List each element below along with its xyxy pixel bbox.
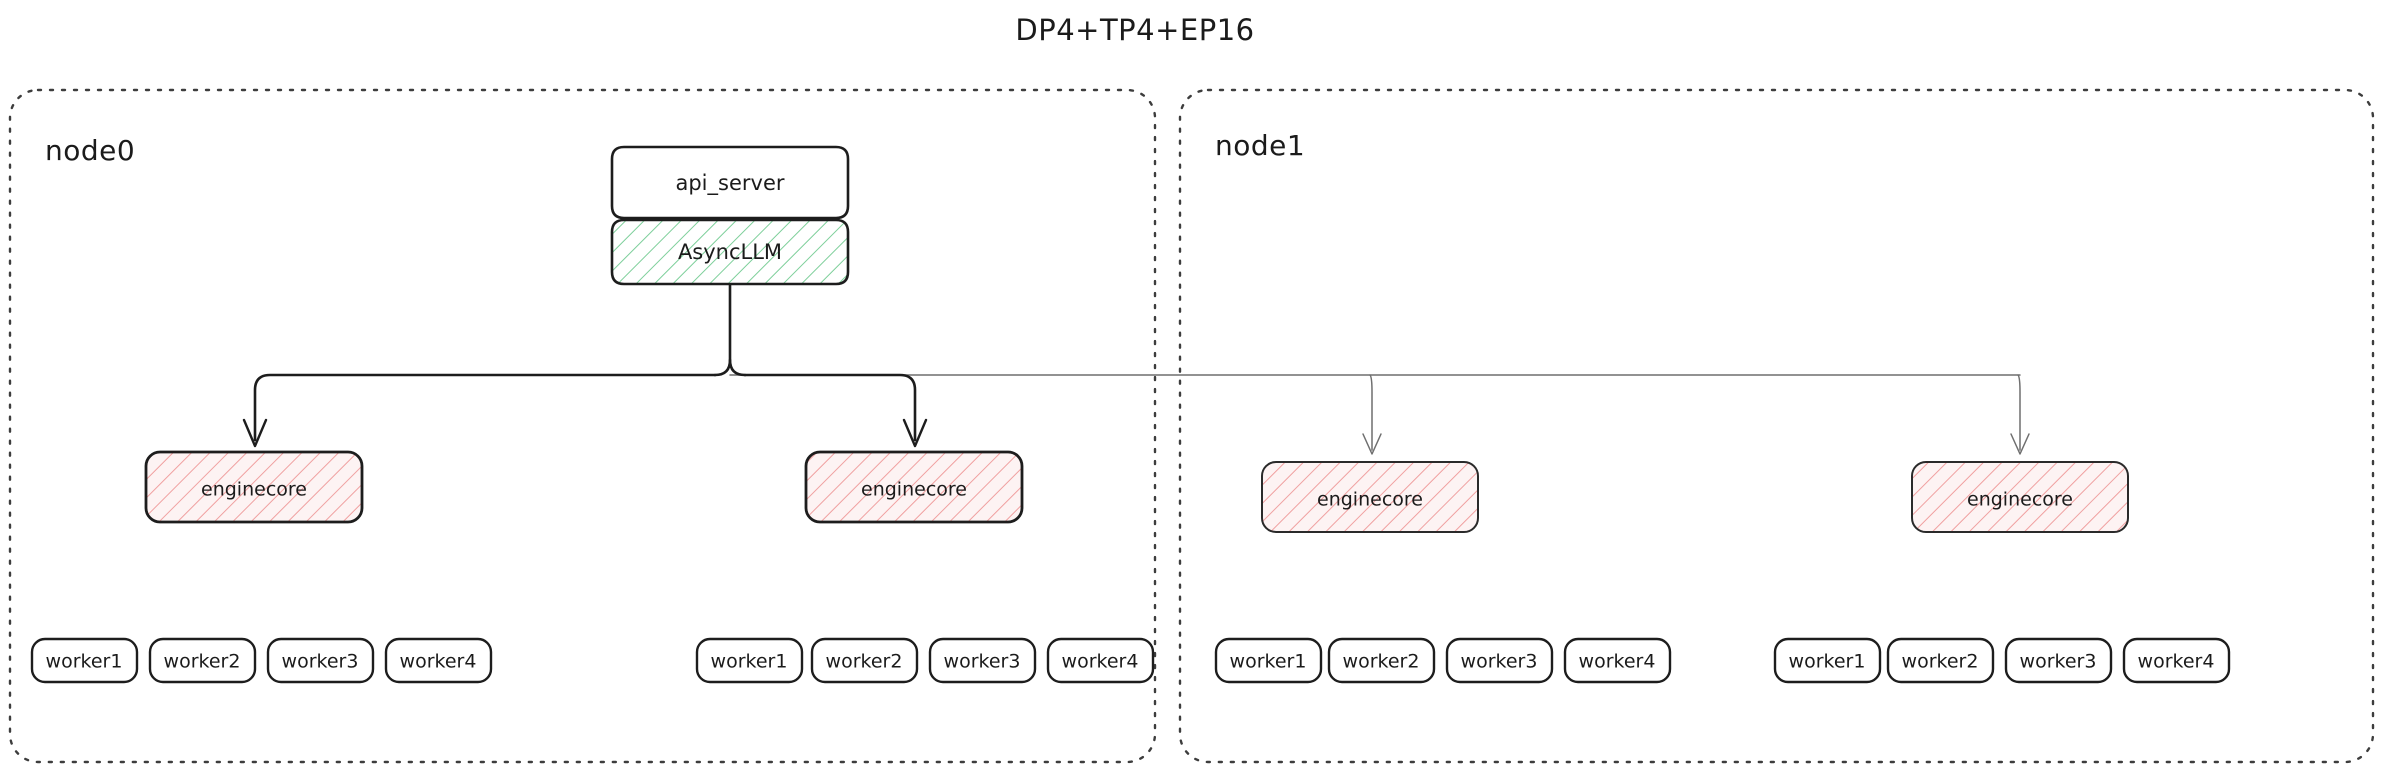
worker-label: worker4	[1062, 651, 1139, 673]
worker-box[interactable]: worker3	[266, 637, 375, 684]
worker-box[interactable]: worker4	[384, 637, 493, 684]
arrowhead-node1-ec0	[1362, 433, 1382, 455]
worker-box[interactable]: worker2	[810, 637, 919, 684]
worker-box[interactable]: worker1	[695, 637, 804, 684]
node1-enginecore-0[interactable]: enginecore	[1261, 461, 1479, 533]
edge-to-node1-ec1	[2017, 374, 2021, 451]
arrowhead-node1-ec1	[2010, 433, 2030, 455]
worker-label: worker1	[1230, 651, 1307, 673]
edge-to-node1-ec0	[1369, 374, 1373, 451]
edge-to-node0-ec1	[743, 373, 917, 442]
edge-asyncllm-down-right	[728, 358, 747, 377]
worker-label: worker4	[2138, 651, 2215, 673]
node0-enginecore-1[interactable]: enginecore	[804, 450, 1024, 524]
worker-label: worker3	[282, 651, 359, 673]
worker-label: worker1	[1789, 651, 1866, 673]
node0-enginecore-0[interactable]: enginecore	[144, 450, 364, 524]
worker-label: worker4	[400, 651, 477, 673]
worker-label: worker2	[1343, 651, 1420, 673]
worker-label: worker2	[826, 651, 903, 673]
worker-label: worker3	[944, 651, 1021, 673]
worker-box[interactable]: worker4	[1563, 637, 1672, 684]
worker-label: worker1	[711, 651, 788, 673]
node0-enginecore-0-label: enginecore	[201, 479, 307, 501]
worker-box[interactable]: worker4	[2122, 637, 2231, 684]
asyncllm-label: AsyncLLM	[678, 240, 782, 264]
node0-container	[8, 88, 1157, 764]
api-server-box[interactable]: api_server	[610, 145, 850, 220]
worker-box[interactable]: worker2	[1327, 637, 1436, 684]
worker-box[interactable]: worker1	[1773, 637, 1882, 684]
worker-box[interactable]: worker3	[2004, 637, 2113, 684]
worker-box[interactable]: worker1	[30, 637, 139, 684]
worker-box[interactable]: worker3	[928, 637, 1037, 684]
node1-enginecore-1[interactable]: enginecore	[1911, 461, 2129, 533]
node1-enginecore-1-label: enginecore	[1967, 489, 2073, 511]
node0-label: node0	[45, 134, 135, 167]
worker-label: worker4	[1579, 651, 1656, 673]
worker-group-node0-ec1: worker1 worker2 worker3 worker4	[695, 637, 1155, 684]
node1-label: node1	[1215, 129, 1305, 162]
worker-box[interactable]: worker2	[1886, 637, 1995, 684]
arrowhead-node0-ec1	[902, 418, 928, 448]
worker-box[interactable]: worker4	[1046, 637, 1155, 684]
worker-box[interactable]: worker1	[1214, 637, 1323, 684]
worker-group-node1-ec0: worker1 worker2 worker3 worker4	[1214, 637, 1672, 684]
worker-group-node0-ec0: worker1 worker2 worker3 worker4	[30, 637, 493, 684]
arrowhead-node0-ec0	[242, 418, 268, 448]
edge-asyncllm-down	[713, 283, 732, 377]
worker-box[interactable]: worker3	[1445, 637, 1554, 684]
node0-enginecore-1-label: enginecore	[861, 479, 967, 501]
worker-box[interactable]: worker2	[148, 637, 257, 684]
worker-label: worker2	[164, 651, 241, 673]
worker-label: worker1	[46, 651, 123, 673]
page-title: DP4+TP4+EP16	[1015, 13, 1254, 47]
edge-to-node0-ec0	[253, 373, 717, 442]
node1-container	[1178, 88, 2375, 764]
worker-group-node1-ec1: worker1 worker2 worker3 worker4	[1773, 637, 2231, 684]
node1-enginecore-0-label: enginecore	[1317, 489, 1423, 511]
worker-label: worker3	[1461, 651, 1538, 673]
worker-label: worker3	[2020, 651, 2097, 673]
worker-label: worker2	[1902, 651, 1979, 673]
api-server-label: api_server	[675, 171, 784, 196]
asyncllm-box[interactable]: AsyncLLM	[610, 218, 850, 286]
